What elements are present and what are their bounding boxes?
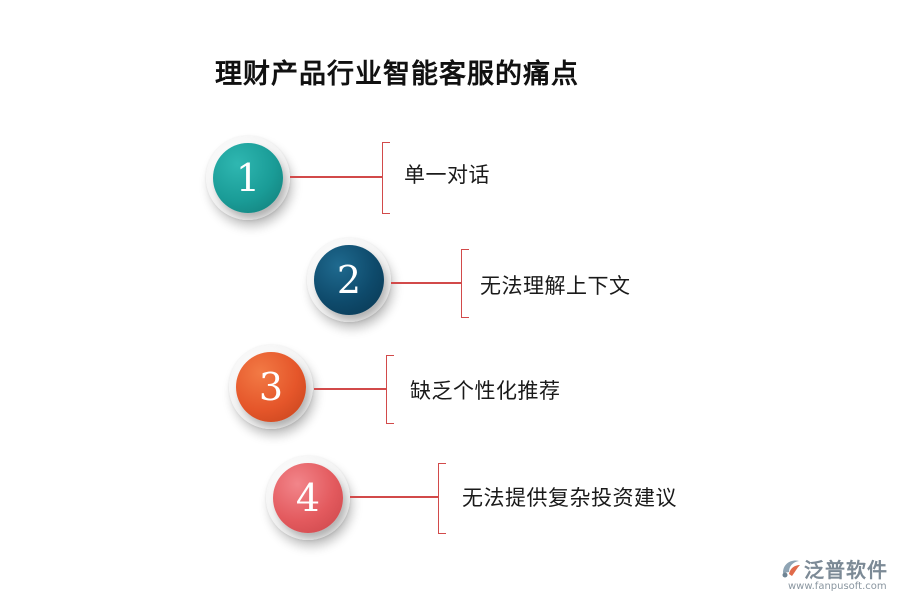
number-halo	[266, 456, 350, 540]
pain-point-label: 单一对话	[404, 163, 490, 187]
connector-line	[314, 388, 386, 390]
number-badge: 1	[213, 143, 283, 213]
number-badge: 2	[314, 245, 384, 315]
pain-point-label: 无法提供复杂投资建议	[462, 486, 677, 510]
bracket	[461, 249, 469, 318]
bracket	[382, 142, 390, 214]
brand-logo: 泛普软件 www.fanpusoft.com	[780, 553, 892, 595]
logo-name: 泛普软件	[804, 558, 888, 582]
fanpu-logo-icon	[782, 560, 800, 578]
number-halo	[206, 136, 290, 220]
diagram-title: 理财产品行业智能客服的痛点	[215, 59, 579, 90]
number-badge: 4	[273, 463, 343, 533]
connector-line	[391, 282, 461, 284]
logo-url: www.fanpusoft.com	[788, 581, 887, 592]
number-badge: 3	[236, 352, 306, 422]
connector-line	[350, 496, 438, 498]
connector-line	[290, 176, 382, 178]
number-halo	[307, 238, 391, 322]
bracket	[438, 463, 446, 534]
pain-point-label: 无法理解上下文	[480, 274, 631, 298]
pain-point-label: 缺乏个性化推荐	[410, 379, 561, 403]
bracket	[386, 355, 394, 424]
number-halo	[229, 345, 313, 429]
